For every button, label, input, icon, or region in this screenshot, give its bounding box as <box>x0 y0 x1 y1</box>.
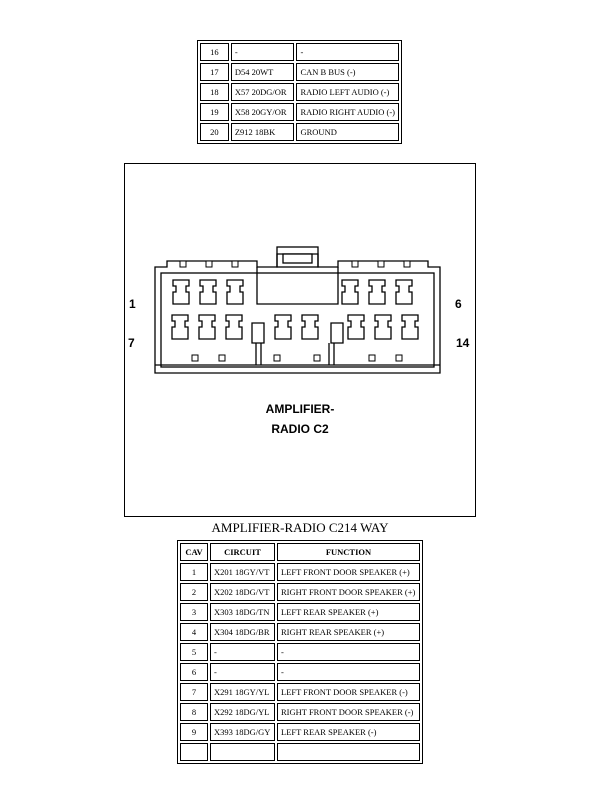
table-row: 17 D54 20WT CAN B BUS (-) <box>200 63 399 81</box>
circuit-cell: X201 18GY/VT <box>210 563 275 581</box>
circuit-cell: X292 18DG/YL <box>210 703 275 721</box>
cavity <box>251 322 265 344</box>
cav-cell: 8 <box>180 703 208 721</box>
cav-cell: 16 <box>200 43 229 61</box>
function-cell: RIGHT REAR SPEAKER (+) <box>277 623 420 641</box>
table-row: 1 X201 18GY/VT LEFT FRONT DOOR SPEAKER (… <box>180 563 420 581</box>
function-cell: - <box>277 643 420 661</box>
function-cell: RIGHT FRONT DOOR SPEAKER (-) <box>277 703 420 721</box>
pinout-table: CAV CIRCUIT FUNCTION 1 X201 18GY/VT LEFT… <box>177 540 423 764</box>
table-row: 18 X57 20DG/OR RADIO LEFT AUDIO (-) <box>200 83 399 101</box>
circuit-cell: - <box>210 643 275 661</box>
table-row: 16 - - <box>200 43 399 61</box>
table-row: 19 X58 20GY/OR RADIO RIGHT AUDIO (-) <box>200 103 399 121</box>
table-header-row: CAV CIRCUIT FUNCTION <box>180 543 420 561</box>
pin-label-bottom-right: 14 <box>456 336 470 350</box>
center-divider <box>256 267 339 305</box>
cavity <box>395 279 413 305</box>
function-cell <box>277 743 420 761</box>
function-cell: RADIO RIGHT AUDIO (-) <box>296 103 399 121</box>
cavity <box>172 279 190 305</box>
table-row: 5 - - <box>180 643 420 661</box>
cavity <box>301 314 319 340</box>
circuit-cell: X393 18DG/GY <box>210 723 275 741</box>
circuit-cell: X291 18GY/YL <box>210 683 275 701</box>
cavity <box>198 314 216 340</box>
table-row: 9 X393 18DG/GY LEFT REAR SPEAKER (-) <box>180 723 420 741</box>
function-cell: LEFT FRONT DOOR SPEAKER (+) <box>277 563 420 581</box>
cav-cell: 20 <box>200 123 229 141</box>
cav-cell: 9 <box>180 723 208 741</box>
cav-cell: 6 <box>180 663 208 681</box>
function-cell: - <box>296 43 399 61</box>
circuit-cell: D54 20WT <box>230 63 295 81</box>
table-row <box>180 743 420 761</box>
table-row: 2 X202 18DG/VT RIGHT FRONT DOOR SPEAKER … <box>180 583 420 601</box>
connector-face-drawing <box>154 246 441 374</box>
table-row: 20 Z912 18BK GROUND <box>200 123 399 141</box>
function-cell: GROUND <box>296 123 399 141</box>
function-cell: RIGHT FRONT DOOR SPEAKER (+) <box>277 583 420 601</box>
connector-name-line1: AMPLIFIER- <box>265 402 335 416</box>
cav-cell: 3 <box>180 603 208 621</box>
locking-tab <box>276 246 319 268</box>
function-cell: CAN B BUS (-) <box>296 63 399 81</box>
circuit-cell: X304 18DG/BR <box>210 623 275 641</box>
cav-cell: 7 <box>180 683 208 701</box>
connector-diagram-frame <box>124 163 476 517</box>
table-row: 4 X304 18DG/BR RIGHT REAR SPEAKER (+) <box>180 623 420 641</box>
cavity <box>171 314 189 340</box>
cavity <box>274 314 292 340</box>
function-cell: RADIO LEFT AUDIO (-) <box>296 83 399 101</box>
connector-name-line2: RADIO C2 <box>271 422 329 436</box>
header-function: FUNCTION <box>277 543 420 561</box>
cavity <box>330 322 344 344</box>
cav-cell: 2 <box>180 583 208 601</box>
pin-label-top-right: 6 <box>455 297 462 311</box>
cavity <box>368 279 386 305</box>
cav-cell: 17 <box>200 63 229 81</box>
cav-cell: 4 <box>180 623 208 641</box>
circuit-cell: X202 18DG/VT <box>210 583 275 601</box>
table-row: 6 - - <box>180 663 420 681</box>
header-cav: CAV <box>180 543 208 561</box>
function-cell: LEFT REAR SPEAKER (-) <box>277 723 420 741</box>
connector-inner-wall <box>160 272 435 368</box>
circuit-cell: - <box>230 43 295 61</box>
cav-cell: 5 <box>180 643 208 661</box>
function-cell: LEFT FRONT DOOR SPEAKER (-) <box>277 683 420 701</box>
circuit-cell: Z912 18BK <box>230 123 295 141</box>
section-title: AMPLIFIER-RADIO C214 WAY <box>211 520 389 535</box>
header-circuit: CIRCUIT <box>210 543 275 561</box>
circuit-cell: X58 20GY/OR <box>230 103 295 121</box>
table-row: 3 X303 18DG/TN LEFT REAR SPEAKER (+) <box>180 603 420 621</box>
cav-cell: 19 <box>200 103 229 121</box>
table-row: 7 X291 18GY/YL LEFT FRONT DOOR SPEAKER (… <box>180 683 420 701</box>
pin-label-top-left: 1 <box>129 297 136 311</box>
circuit-cell <box>210 743 275 761</box>
pin-label-bottom-left: 7 <box>128 336 135 350</box>
function-cell: LEFT REAR SPEAKER (+) <box>277 603 420 621</box>
cavity <box>341 279 359 305</box>
cav-cell <box>180 743 208 761</box>
function-cell: - <box>277 663 420 681</box>
connector-name: AMPLIFIER- RADIO C2 <box>124 399 476 439</box>
cavity <box>347 314 365 340</box>
cavity <box>401 314 419 340</box>
circuit-cell: X57 20DG/OR <box>230 83 295 101</box>
table-row: 8 X292 18DG/YL RIGHT FRONT DOOR SPEAKER … <box>180 703 420 721</box>
cavity <box>226 279 244 305</box>
cavity <box>225 314 243 340</box>
locking-tab-window <box>282 253 313 264</box>
cavity <box>199 279 217 305</box>
circuit-cell: - <box>210 663 275 681</box>
circuit-cell: X303 18DG/TN <box>210 603 275 621</box>
cavity <box>374 314 392 340</box>
cav-cell: 1 <box>180 563 208 581</box>
top-connector-table: 16 - - 17 D54 20WT CAN B BUS (-) 18 X57 … <box>197 40 402 144</box>
cav-cell: 18 <box>200 83 229 101</box>
